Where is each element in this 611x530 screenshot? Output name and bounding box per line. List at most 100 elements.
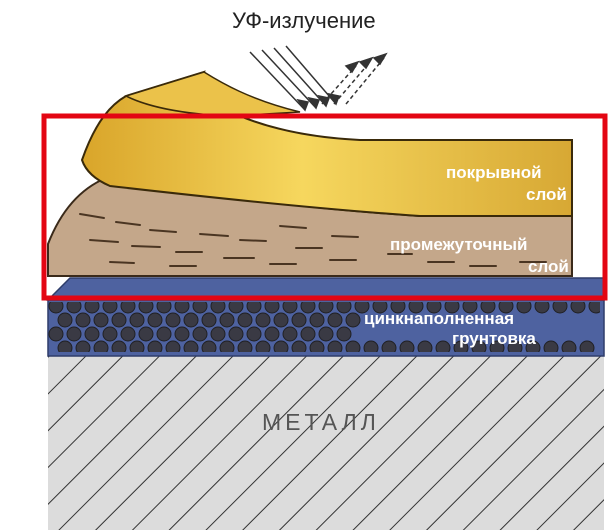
zinc-particle	[354, 302, 370, 314]
zinc-particle	[111, 340, 127, 352]
zinc-particle	[291, 340, 307, 352]
zinc-particle	[93, 312, 109, 328]
top-coat-layer: покрывной слой	[80, 70, 573, 217]
zinc-particle	[561, 340, 577, 352]
zinc-particle	[480, 302, 496, 314]
zinc-particle	[228, 326, 244, 342]
zinc-particle	[48, 326, 64, 342]
zinc-particle	[120, 302, 136, 314]
zinc-particle	[201, 340, 217, 352]
zinc-particle	[309, 340, 325, 352]
zinc-particle	[129, 340, 145, 352]
zinc-particle	[462, 302, 478, 314]
zinc-particle	[75, 340, 91, 352]
zinc-particle	[345, 312, 361, 328]
intermediate-label-line2: слой	[528, 257, 569, 276]
zinc-particle	[102, 302, 118, 314]
top-coat-label-line1: покрывной	[446, 163, 542, 182]
zinc-particle	[93, 340, 109, 352]
zinc-particle	[228, 302, 244, 314]
zinc-particle	[390, 302, 406, 314]
zinc-particle	[336, 302, 352, 314]
zinc-particle	[381, 340, 397, 352]
zinc-particle	[246, 302, 262, 314]
uv-rays-icon	[249, 45, 388, 112]
zinc-particle	[309, 312, 325, 328]
intermediate-label-line1: промежуточный	[390, 235, 528, 254]
zinc-particle	[516, 302, 532, 314]
zinc-particle	[498, 302, 514, 314]
zinc-particle	[219, 312, 235, 328]
zinc-particle	[444, 302, 460, 314]
zinc-particle	[120, 326, 136, 342]
zinc-particle	[318, 326, 334, 342]
zinc-particle	[147, 312, 163, 328]
zinc-particle	[363, 340, 379, 352]
zinc-particle	[84, 302, 100, 314]
zinc-particle	[66, 302, 82, 314]
zinc-particle	[183, 312, 199, 328]
zinc-particle	[111, 312, 127, 328]
zinc-particle	[282, 302, 298, 314]
zinc-particle	[399, 340, 415, 352]
zinc-particle	[327, 312, 343, 328]
zinc-particle	[255, 340, 271, 352]
zinc-particle	[66, 326, 82, 342]
metal-layer: МЕТАЛЛ	[48, 356, 604, 530]
zinc-particle	[453, 340, 469, 352]
zinc-particle	[237, 312, 253, 328]
zinc-particle	[345, 340, 361, 352]
zinc-particle	[273, 340, 289, 352]
zinc-particle	[264, 326, 280, 342]
zinc-particle	[219, 340, 235, 352]
zinc-particle	[210, 302, 226, 314]
zinc-particle	[282, 326, 298, 342]
zinc-primer-label-line1: цинкнаполненная	[364, 309, 514, 328]
zinc-particle	[534, 302, 550, 314]
zinc-primer-layer: цинкнаполненная грунтовка	[46, 277, 605, 357]
zinc-particle	[165, 312, 181, 328]
zinc-particle	[588, 302, 600, 314]
zinc-particle	[192, 326, 208, 342]
zinc-particle	[291, 312, 307, 328]
zinc-particle	[489, 340, 505, 352]
top-coat-label-line2: слой	[526, 185, 567, 204]
zinc-particle	[84, 326, 100, 342]
zinc-particle	[210, 326, 226, 342]
zinc-particle	[237, 340, 253, 352]
zinc-particle	[435, 340, 451, 352]
zinc-particle	[57, 340, 73, 352]
zinc-particle	[147, 340, 163, 352]
zinc-particle	[300, 302, 316, 314]
zinc-particle	[156, 326, 172, 342]
zinc-particle	[246, 326, 262, 342]
zinc-particle	[201, 312, 217, 328]
zinc-particle	[426, 302, 442, 314]
zinc-particle	[183, 340, 199, 352]
zinc-particle	[102, 326, 118, 342]
zinc-particle	[138, 302, 154, 314]
zinc-particle	[156, 302, 172, 314]
zinc-particle	[507, 340, 523, 352]
metal-label: МЕТАЛЛ	[262, 409, 380, 435]
zinc-particle	[552, 302, 568, 314]
zinc-particle	[570, 302, 586, 314]
zinc-particle	[417, 340, 433, 352]
zinc-particle	[57, 312, 73, 328]
zinc-particle	[174, 302, 190, 314]
zinc-particle	[543, 340, 559, 352]
zinc-particle	[264, 302, 280, 314]
zinc-particle	[138, 326, 154, 342]
zinc-particle	[525, 340, 541, 352]
zinc-particle	[192, 302, 208, 314]
zinc-particle	[255, 312, 271, 328]
uv-radiation-label: УФ-излучение	[232, 8, 376, 33]
zinc-particle	[471, 340, 487, 352]
zinc-particle	[300, 326, 316, 342]
zinc-particle	[48, 302, 64, 314]
zinc-particle	[318, 302, 334, 314]
zinc-particle	[336, 326, 352, 342]
zinc-particle	[327, 340, 343, 352]
zinc-particle	[129, 312, 145, 328]
